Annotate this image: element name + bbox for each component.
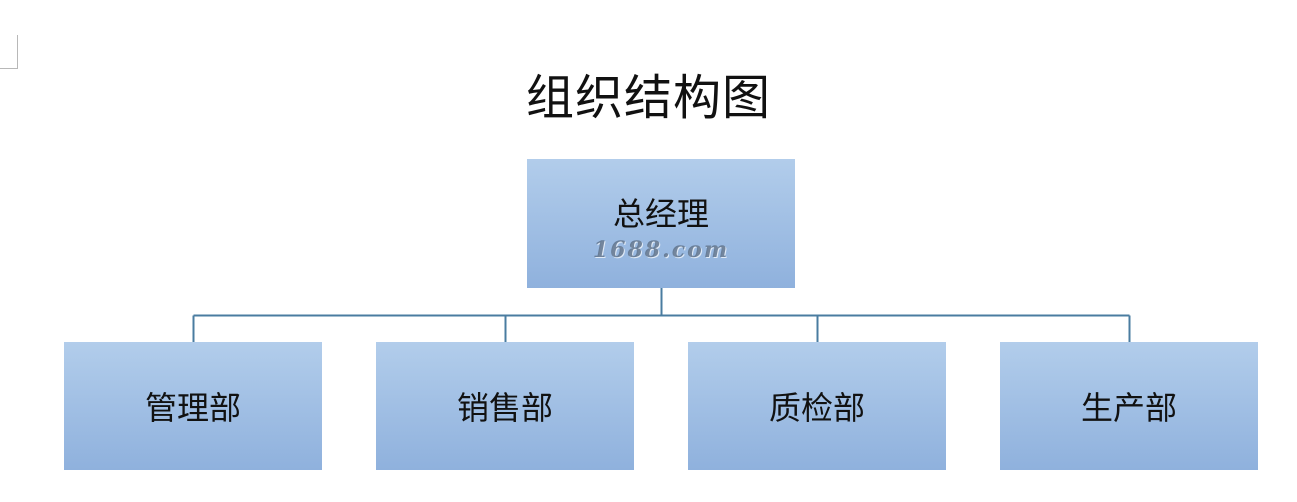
diagram-title: 组织结构图 xyxy=(525,70,771,126)
org-node-label: 质检部 xyxy=(768,389,865,427)
org-node-label: 销售部 xyxy=(456,389,553,427)
org-node-production-dept[interactable]: 生产部 xyxy=(1000,342,1258,470)
org-node-management-dept[interactable]: 管理部 xyxy=(64,342,322,470)
org-node-general-manager[interactable]: 总经理 1688.com xyxy=(527,159,795,288)
watermark-text: 1688.com xyxy=(592,236,730,263)
org-node-label: 生产部 xyxy=(1080,389,1177,427)
org-node-label: 管理部 xyxy=(144,389,241,427)
org-node-sales-dept[interactable]: 销售部 xyxy=(376,342,634,470)
org-node-quality-dept[interactable]: 质检部 xyxy=(688,342,946,470)
org-node-label: 总经理 xyxy=(612,194,709,233)
page-corner-mark xyxy=(0,35,18,69)
